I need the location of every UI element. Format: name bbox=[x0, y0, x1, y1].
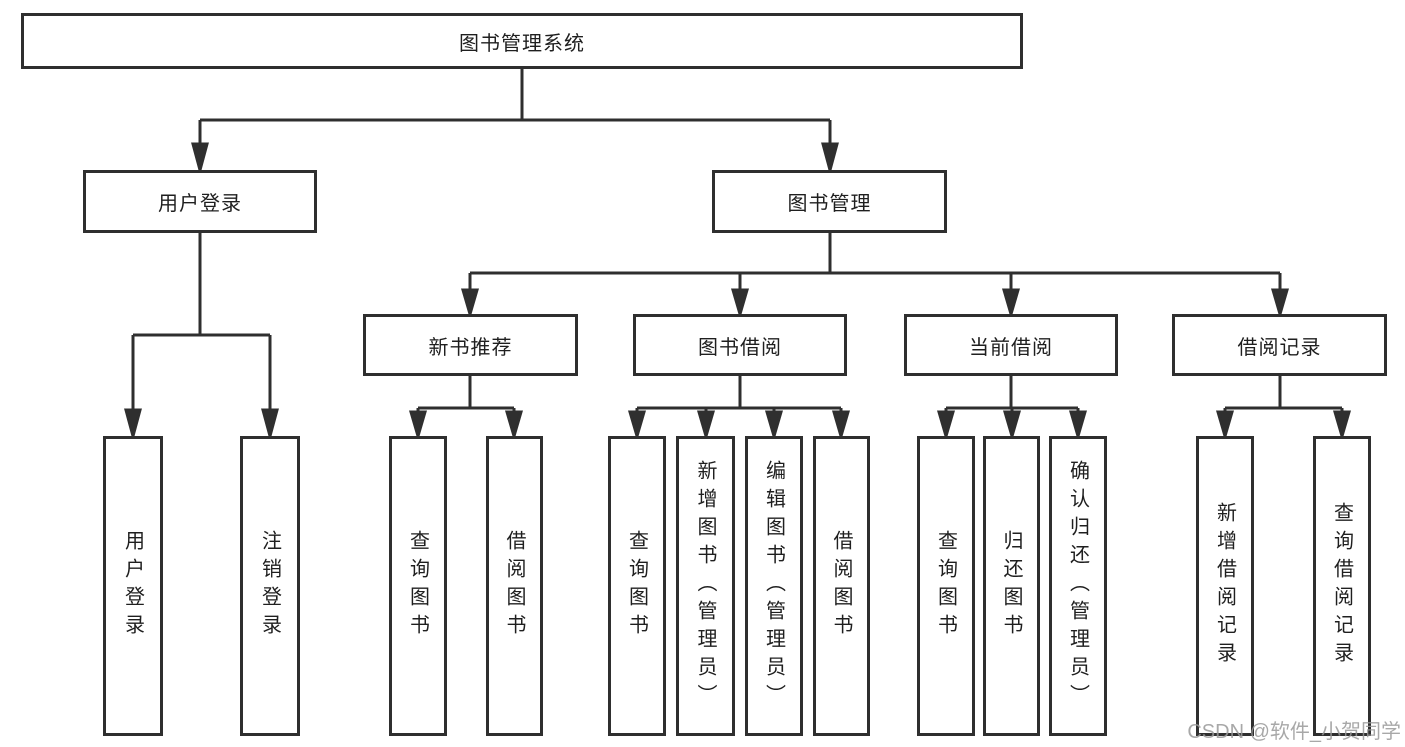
arrowhead bbox=[765, 410, 783, 442]
leaf-bb-query-books: 查询图书 bbox=[608, 436, 666, 736]
arrowhead bbox=[1002, 288, 1020, 320]
arrowhead bbox=[1003, 410, 1021, 442]
arrowhead bbox=[628, 410, 646, 442]
leaf-bb-borrow-books: 借阅图书 bbox=[813, 436, 870, 736]
node-current-borrow: 当前借阅 bbox=[904, 314, 1118, 376]
arrowhead bbox=[697, 410, 715, 442]
leaf-bb-edit-books-admin: 编辑图书（管理员） bbox=[745, 436, 803, 736]
arrowhead bbox=[461, 288, 479, 320]
node-user-login: 用户登录 bbox=[83, 170, 317, 233]
leaf-br-add-record: 新增借阅记录 bbox=[1196, 436, 1254, 736]
arrowhead bbox=[124, 408, 142, 442]
arrowhead bbox=[832, 410, 850, 442]
arrowhead bbox=[1069, 410, 1087, 442]
arrowhead bbox=[409, 410, 427, 442]
arrowhead bbox=[937, 410, 955, 442]
arrowhead bbox=[731, 288, 749, 320]
leaf-cb-confirm-return-admin: 确认归还（管理员） bbox=[1049, 436, 1107, 736]
leaf-user-login: 用户登录 bbox=[103, 436, 163, 736]
node-book-management: 图书管理 bbox=[712, 170, 947, 233]
arrowhead bbox=[821, 142, 839, 176]
node-borrow-records: 借阅记录 bbox=[1172, 314, 1387, 376]
arrowhead bbox=[191, 142, 209, 176]
leaf-cb-return-books: 归还图书 bbox=[983, 436, 1040, 736]
arrowhead bbox=[1333, 410, 1351, 442]
leaf-bb-add-books-admin: 新增图书（管理员） bbox=[676, 436, 735, 736]
node-new-book-recommend: 新书推荐 bbox=[363, 314, 578, 376]
node-book-borrow: 图书借阅 bbox=[633, 314, 847, 376]
leaf-logout: 注销登录 bbox=[240, 436, 300, 736]
arrowhead bbox=[1216, 410, 1234, 442]
arrowhead bbox=[261, 408, 279, 442]
node-root: 图书管理系统 bbox=[21, 13, 1023, 69]
leaf-nbr-query-books: 查询图书 bbox=[389, 436, 447, 736]
arrowhead bbox=[505, 410, 523, 442]
arrowhead bbox=[1271, 288, 1289, 320]
watermark: CSDN @软件_小贺同学 bbox=[1187, 721, 1401, 743]
leaf-nbr-borrow-books: 借阅图书 bbox=[486, 436, 543, 736]
leaf-cb-query-books: 查询图书 bbox=[917, 436, 975, 736]
leaf-br-query-record: 查询借阅记录 bbox=[1313, 436, 1371, 736]
